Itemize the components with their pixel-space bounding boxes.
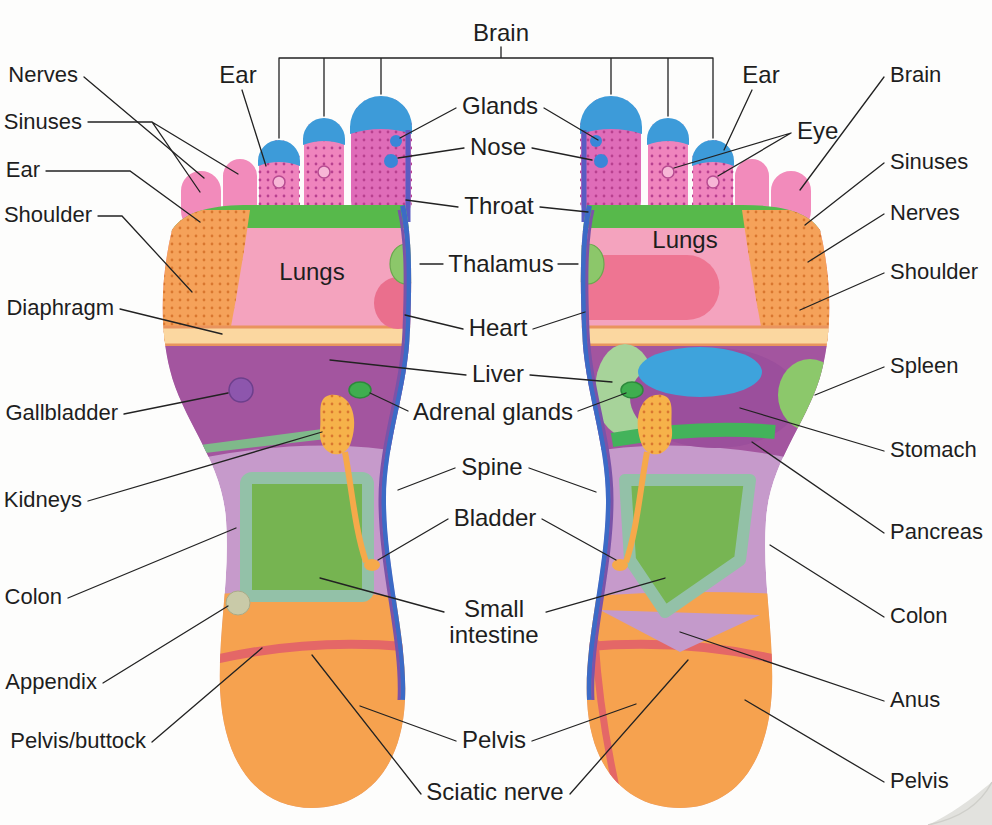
region-label: Throat [464,193,533,219]
left-foot [150,96,422,820]
illustration-part [150,96,420,820]
region-label: Liver [472,361,524,387]
region-label: Kidneys [4,488,82,512]
region-label: Sinuses [4,110,82,134]
region-label: Ear [742,62,779,88]
region-label: Appendix [5,670,97,694]
illustration-part [674,133,791,176]
illustration-part [88,122,238,192]
illustration-part [724,90,752,150]
illustration-part [815,367,884,395]
illustration-part [581,205,672,700]
illustration-part [152,648,262,742]
illustration-part [242,90,266,166]
illustration-part [638,347,762,397]
illustration-part [600,610,760,652]
illustration-part [226,591,250,615]
region-label: Spine [461,454,522,480]
illustration-part [612,430,775,440]
illustration-part [572,96,842,820]
region-label: Eye [797,118,838,144]
region-label: Nerves [8,63,78,87]
illustration-part [124,393,228,414]
region-name: Lungs [652,227,717,253]
region-label: Sciatic nerve [426,779,563,805]
region-label: Anus [890,688,940,712]
region-label: Colon [890,604,947,628]
illustration-part [229,378,253,402]
region-label: Spleen [890,354,959,378]
illustration-part [279,47,713,138]
lung-region: Lungs [275,257,348,287]
lung-region: Lungs [648,225,721,255]
region-label: Small intestine [434,596,554,649]
illustration-part [84,77,204,178]
illustration-part [200,428,335,453]
region-label: Pelvis [462,727,526,753]
region-name: Lungs [279,259,344,285]
illustration-part [103,606,228,683]
region-label: Stomach [890,438,977,462]
region-label: Diaphragm [6,296,114,320]
region-label: Colon [5,585,62,609]
illustration-part [680,632,884,701]
leader-lines [46,47,884,794]
region-label: Shoulder [4,203,92,227]
illustration-part [68,528,236,598]
region-label: Pelvis [890,769,949,793]
illustration-part [330,360,612,382]
region-label: Thalamus [448,251,553,277]
region-label: Gallbladder [5,401,118,425]
region-label: Ear [6,158,40,182]
illustration-part [595,640,620,805]
region-label: Pancreas [890,520,983,544]
region-label: Ear [219,62,256,88]
region-label: Adrenal glands [413,399,573,425]
illustration-part [805,163,884,225]
illustration-part [778,359,842,431]
right-foot [572,96,842,820]
illustration-part [800,273,884,310]
illustration-part [625,480,750,612]
illustration-part [808,214,884,262]
illustration-part [752,442,884,533]
region-label: Shoulder [890,260,978,284]
illustration-part [312,655,688,794]
illustration-part [740,408,884,451]
region-label: Nerves [890,201,960,225]
region-label: Sinuses [890,150,968,174]
region-label: Nose [470,134,526,160]
region-label: Brain [473,20,529,46]
illustration-part [98,216,192,292]
illustration-part [88,432,322,501]
illustration-part [770,545,884,617]
region-label: Heart [469,315,528,341]
illustration-part [745,700,884,782]
region-label: Bladder [454,505,537,531]
illustration-part [374,277,422,329]
region-label: Brain [890,63,941,87]
region-label: Pelvis/buttock [10,729,146,753]
illustration-part [120,309,222,334]
region-label: Glands [462,93,538,119]
